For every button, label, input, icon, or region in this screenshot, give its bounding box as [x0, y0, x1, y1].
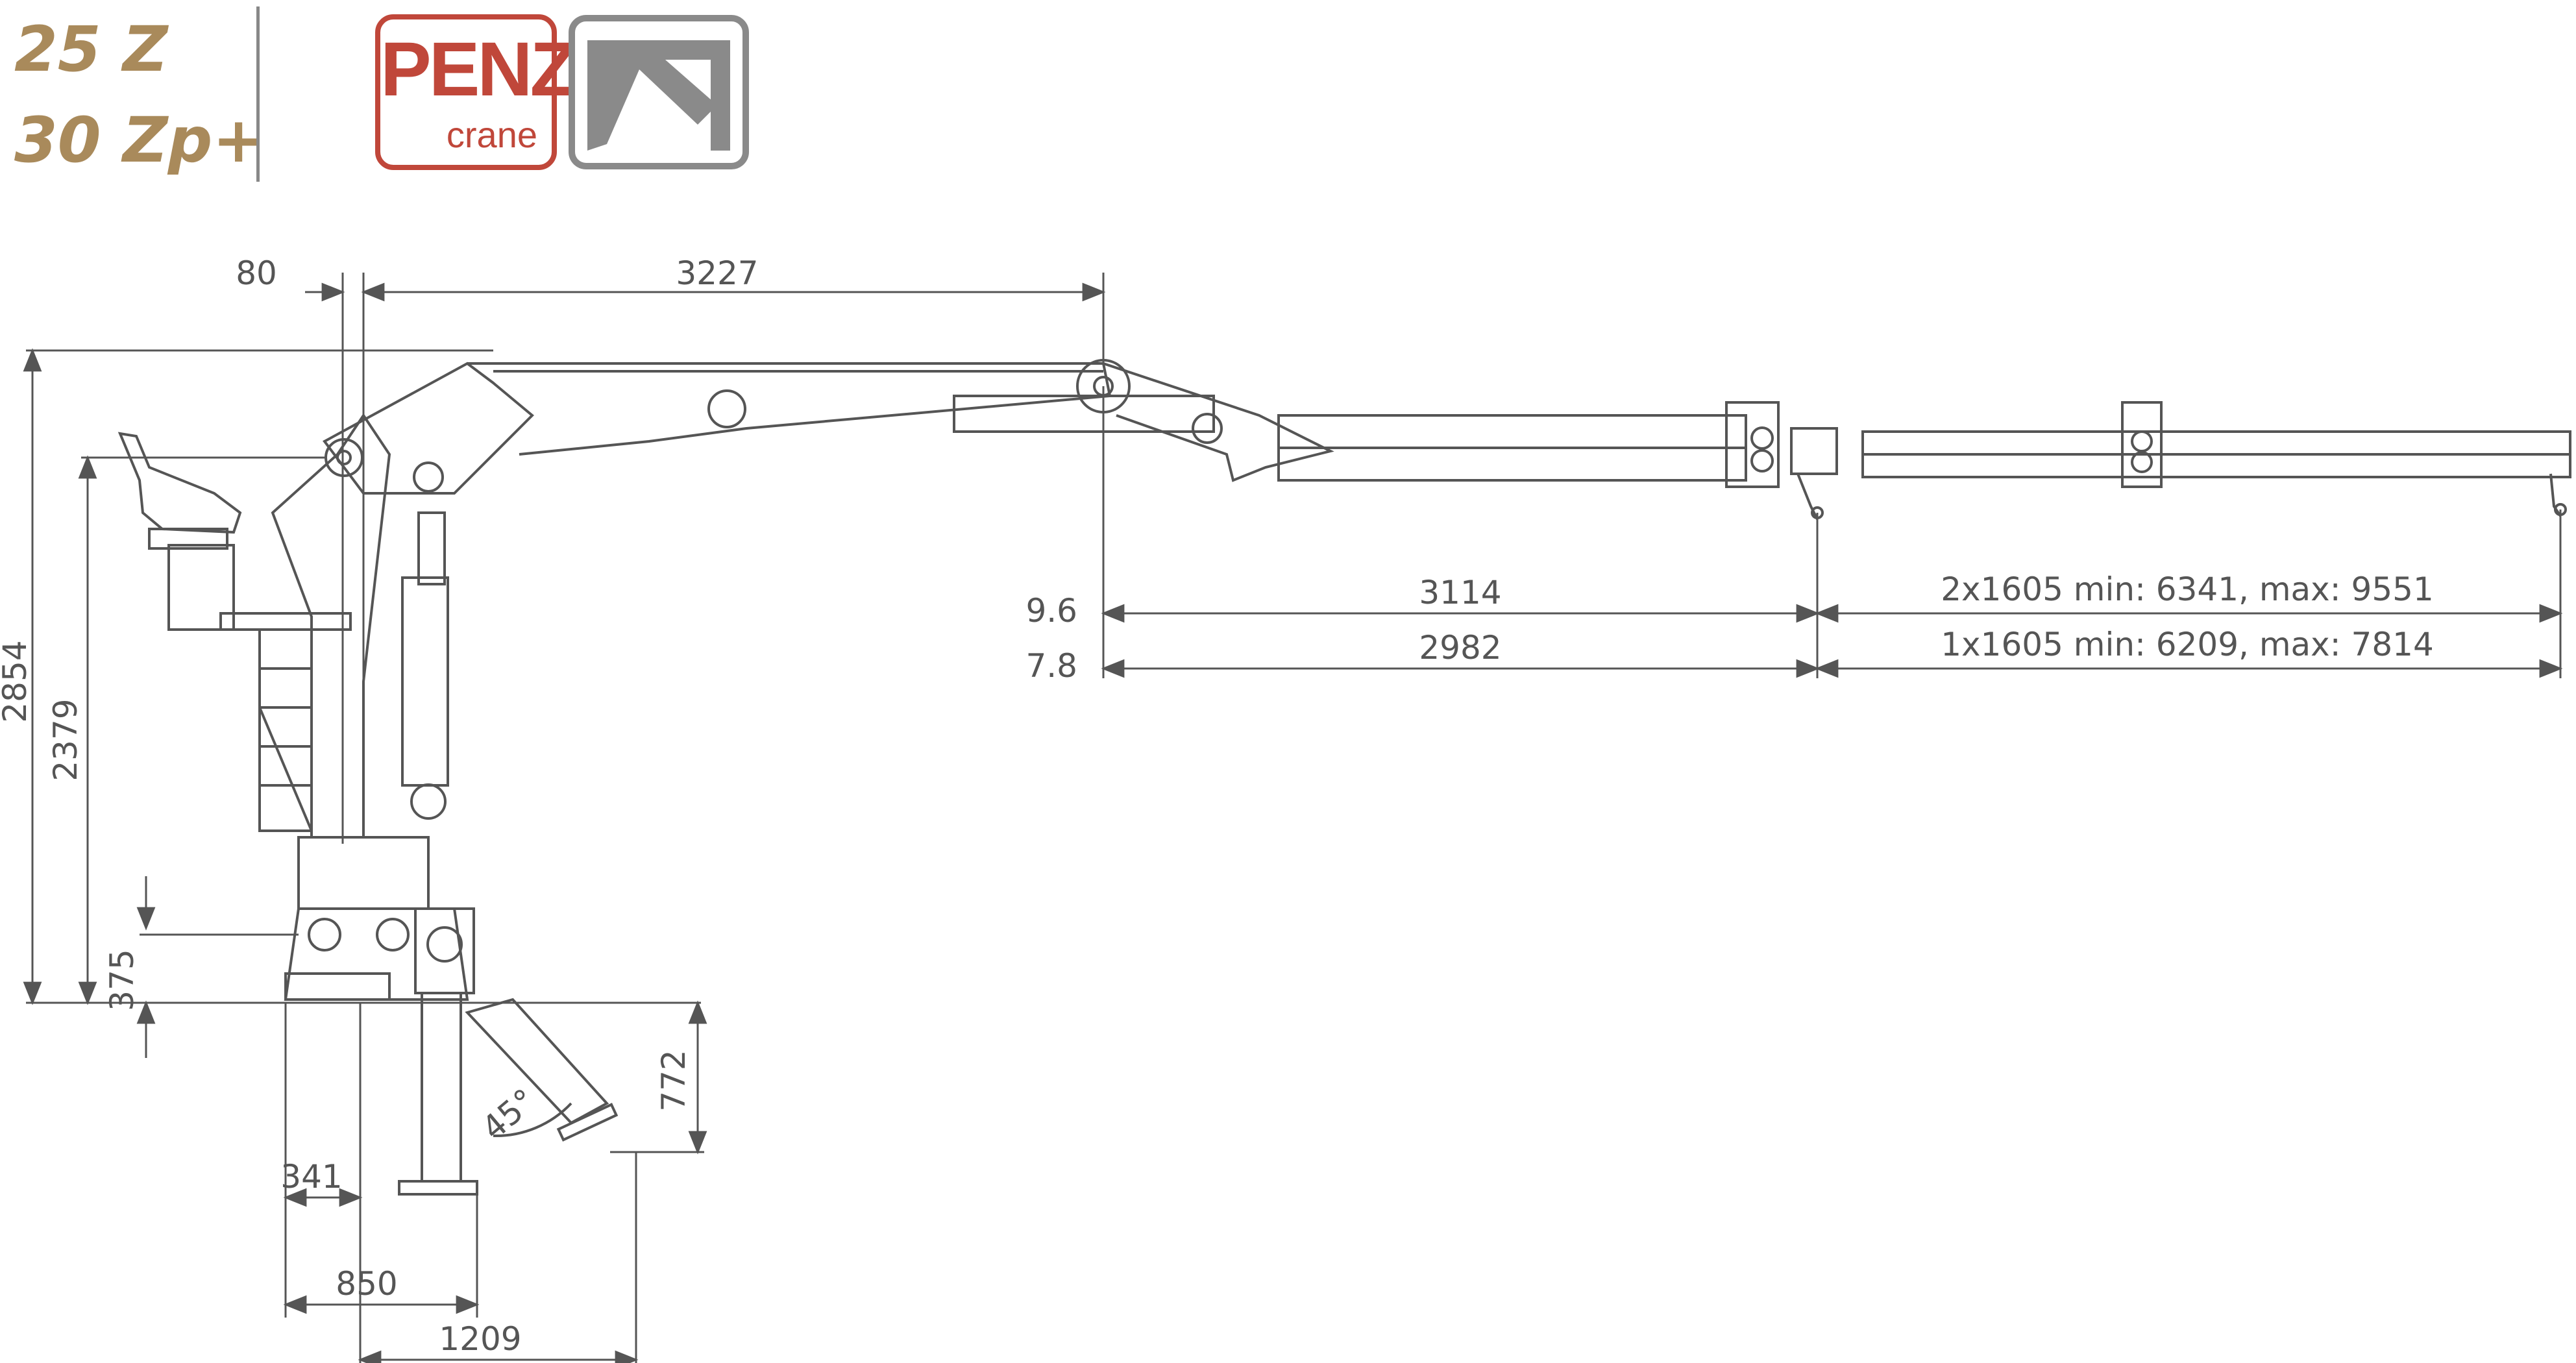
- dim-reach-label-2: 7.8: [1025, 647, 1077, 685]
- dim-extension-2x: 2x1605 min: 6341, max: 9551: [1941, 571, 2434, 608]
- dim-reach-span-2: 2982: [1419, 629, 1501, 667]
- header-divider: [256, 6, 260, 182]
- head-pin: [2131, 430, 2153, 452]
- crane-column: [271, 413, 391, 839]
- dim-outrigger-height: 772: [655, 1050, 693, 1111]
- cylinder-pin: [413, 461, 444, 493]
- boom-pin: [707, 389, 746, 428]
- slew-motor: [308, 918, 341, 952]
- head-pin: [1750, 449, 1774, 473]
- head-pin: [2131, 451, 2153, 473]
- dimension-labels: 80 3227 2854 2379 375 772 45° 341 850 12…: [0, 254, 2434, 1358]
- control-box: [167, 544, 235, 631]
- outrigger-leg: [421, 992, 462, 1183]
- pivot-pin: [336, 450, 352, 465]
- telescope-end-cap: [1790, 427, 1838, 475]
- telescope-head: [1725, 401, 1780, 488]
- main-boom: [467, 362, 1112, 456]
- dim-outrigger-offset: 341: [280, 1158, 342, 1196]
- operator-platform: [219, 612, 352, 631]
- dimension-lines: [23, 273, 2563, 1363]
- rotator-hook: [1797, 473, 1819, 520]
- model-name-line-1: 25 Z: [14, 13, 168, 86]
- dim-outrigger-width-2: 1209: [439, 1320, 521, 1358]
- logo-word: PENZ: [380, 27, 577, 112]
- base-housing: [284, 907, 469, 1001]
- base-foot: [284, 972, 391, 1001]
- penz-corner-arrow-icon: [569, 15, 749, 169]
- dim-pivot-height: 2379: [47, 698, 84, 781]
- head-pin: [1750, 426, 1774, 450]
- outrigger-pivot: [426, 926, 463, 963]
- extension-hook: [2549, 473, 2562, 517]
- seat-base: [148, 528, 228, 550]
- dim-total-height: 2854: [0, 640, 34, 722]
- dim-reach-span-1: 3114: [1419, 574, 1501, 611]
- crane-outline: [117, 359, 2571, 1196]
- logo-subword: crane: [446, 114, 537, 155]
- dim-base-height: 375: [103, 949, 141, 1011]
- cylinder-pin: [1192, 413, 1223, 444]
- dim-outrigger-angle: 45°: [474, 1081, 543, 1147]
- angle-arc: [493, 1102, 572, 1138]
- knuckle-cylinder: [953, 395, 1215, 433]
- slew-motor: [376, 918, 410, 952]
- outrigger-angled-foot: [556, 1103, 619, 1142]
- dim-boom-span: 3227: [676, 254, 758, 292]
- cylinder-pin: [410, 783, 447, 820]
- extension-head: [2121, 401, 2163, 488]
- outrigger-angled-leg: [465, 998, 609, 1125]
- ladder-diagonal: [258, 707, 313, 831]
- outer-boom: [1103, 362, 1334, 482]
- dim-outrigger-width-1: 850: [336, 1265, 397, 1303]
- dim-top-offset: 80: [236, 254, 277, 292]
- lift-cylinder-rod: [417, 511, 446, 585]
- dim-reach-label-1: 9.6: [1025, 592, 1077, 630]
- operator-seat: [117, 432, 242, 534]
- penz-crane-logo: PENZ crane: [375, 14, 577, 170]
- model-name-line-2: 30 Zp+: [14, 104, 265, 177]
- pivot-pin: [325, 438, 363, 477]
- lift-cylinder-body: [401, 576, 449, 787]
- dim-extension-1x: 1x1605 min: 6209, max: 7814: [1941, 626, 2434, 663]
- slewing-base: [297, 836, 430, 910]
- outrigger-foot: [398, 1180, 478, 1196]
- ladder-frame: [258, 630, 313, 832]
